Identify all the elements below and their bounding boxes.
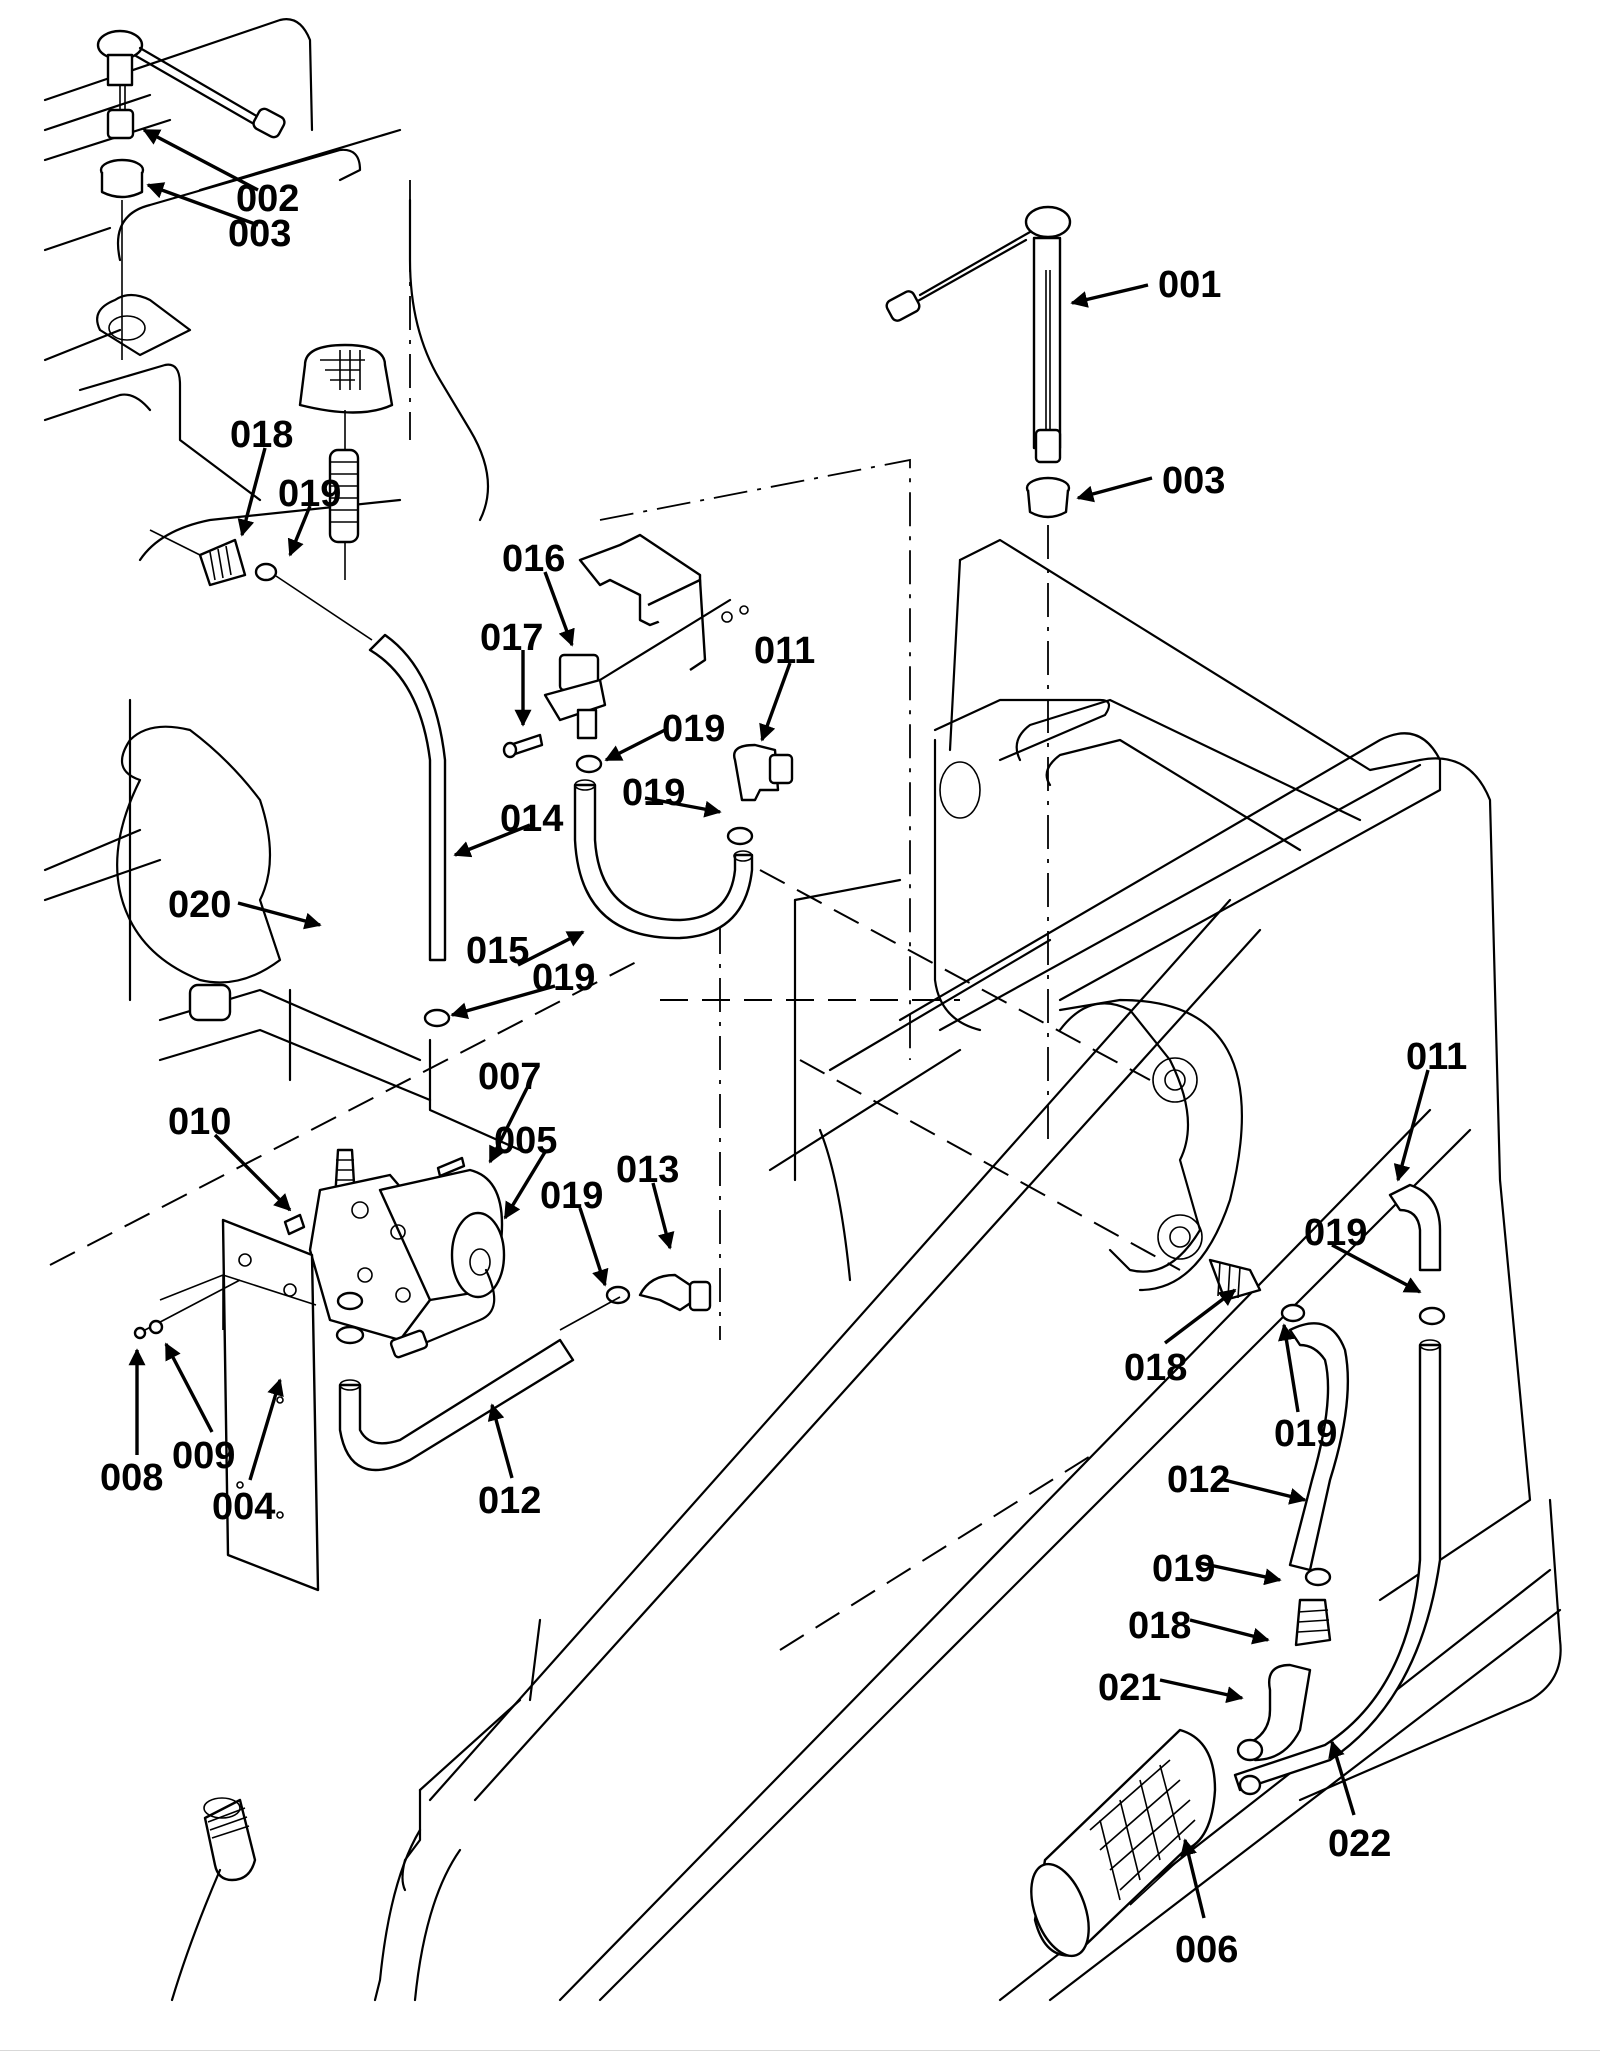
callout-label-012: 012 — [478, 1480, 541, 1522]
callout-label-003: 003 — [228, 213, 291, 255]
drain-fitting — [170, 1797, 257, 2002]
callout-label-019: 019 — [540, 1175, 603, 1217]
callout-label-019: 019 — [622, 772, 685, 814]
callout-label-007: 007 — [478, 1056, 541, 1098]
callout-label-017: 017 — [480, 617, 543, 659]
callout-label-019: 019 — [1152, 1548, 1215, 1590]
callout-label-010: 010 — [168, 1101, 231, 1143]
callout-label-013: 013 — [616, 1149, 679, 1191]
filter-cap-and-spring — [298, 343, 394, 580]
mounting-plate — [133, 1218, 320, 1592]
callout-label-001: 001 — [1158, 264, 1221, 306]
frame-rails — [170, 898, 1562, 2002]
callout-label-009: 009 — [172, 1435, 235, 1477]
callout-label-018: 018 — [1128, 1605, 1191, 1647]
callout-label-014: 014 — [500, 798, 563, 840]
callout-arrows — [128, 128, 1430, 1919]
callout-label-020: 020 — [168, 884, 231, 926]
callout-label-011: 011 — [1406, 1036, 1467, 1078]
callout-label-015: 015 — [466, 930, 529, 972]
callout-label-016: 016 — [502, 538, 565, 580]
callout-label-018: 018 — [230, 414, 293, 456]
callout-label-006: 006 — [1175, 1929, 1238, 1971]
callout-label-019: 019 — [1274, 1413, 1337, 1455]
callout-label-003: 003 — [1162, 460, 1225, 502]
left-tank-body — [43, 18, 522, 1152]
callout-label-012: 012 — [1167, 1459, 1230, 1501]
callout-label-022: 022 — [1328, 1823, 1391, 1865]
strainer-filter — [1030, 1728, 1217, 1958]
callout-label-019: 019 — [662, 708, 725, 750]
callout-label-005: 005 — [494, 1120, 557, 1162]
middle-block — [49, 458, 962, 1340]
callout-label-008: 008 — [100, 1457, 163, 1499]
callout-label-002: 002 — [236, 178, 299, 220]
callout-labels: 002 003 001 003 018 019 016 017 011 019 … — [100, 178, 1467, 1971]
callout-label-019: 019 — [278, 473, 341, 515]
callout-label-018: 018 — [1124, 1347, 1187, 1389]
callout-label-004: 004 — [212, 1486, 275, 1528]
solenoid-valve-assembly — [502, 533, 749, 759]
fittings-and-clamps — [149, 529, 1446, 1796]
level-sensor-right — [885, 205, 1072, 1140]
callout-label-021: 021 — [1098, 1667, 1161, 1709]
level-sensor-left — [96, 29, 286, 360]
pump-assembly — [283, 1148, 506, 1359]
bottom-rule — [0, 2050, 1600, 2051]
callout-label-019: 019 — [532, 957, 595, 999]
callout-label-011: 011 — [754, 630, 815, 672]
callout-label-019: 019 — [1304, 1212, 1367, 1254]
